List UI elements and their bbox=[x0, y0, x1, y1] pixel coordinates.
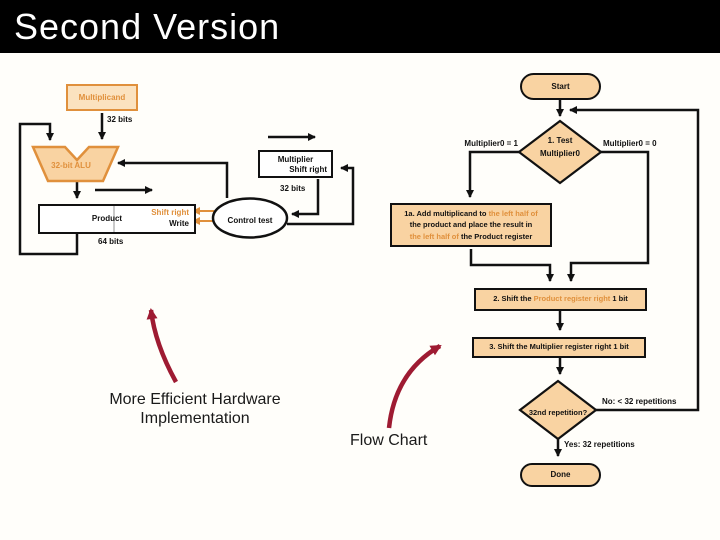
alu-shape bbox=[31, 145, 120, 183]
multiplier-label: Multiplier bbox=[277, 155, 314, 164]
product-feedback-loop-wire bbox=[18, 122, 79, 256]
hardware-pointer-arrow bbox=[146, 308, 178, 384]
step1a-text-3: the Product register bbox=[458, 231, 533, 241]
title-banner: Second Version bbox=[0, 0, 720, 53]
test-diamond-label: 1. Test Multiplier0 bbox=[518, 134, 602, 160]
hardware-caption-line2: Implementation bbox=[140, 410, 250, 427]
step3-label: 3. Shift the Multiplier register right 1… bbox=[489, 342, 629, 352]
multiplier-register: Multiplier Shift right bbox=[258, 150, 333, 178]
step1a-highlight-1: the left half of bbox=[488, 208, 538, 218]
step1a-to-step2-connector bbox=[469, 249, 554, 282]
done-label: Done bbox=[550, 470, 571, 480]
multiplier-bits-label: 32 bits bbox=[280, 184, 306, 193]
multiplier0-to-control-wire bbox=[291, 179, 320, 218]
start-label: Start bbox=[551, 81, 570, 91]
control-signal-wires bbox=[192, 207, 214, 225]
product-bits-label: 64 bits bbox=[98, 237, 124, 246]
step1a-highlight-2: the left half of bbox=[409, 231, 459, 241]
annotation-arrows bbox=[146, 308, 442, 429]
step2-box: 2. Shift the Product register right 1 bi… bbox=[474, 288, 647, 311]
flowchart-pointer-arrow bbox=[386, 344, 442, 429]
branch-zero-label: Multiplier0 = 0 bbox=[603, 139, 657, 148]
flowchart-start-node: Start bbox=[520, 73, 601, 100]
repetition-diamond bbox=[518, 379, 598, 441]
control-to-multiplier-wire bbox=[287, 164, 355, 226]
control-test-ellipse bbox=[211, 197, 289, 239]
product-label: Product bbox=[91, 214, 123, 223]
flowchart-caption: Flow Chart bbox=[350, 432, 428, 449]
loopback-connector bbox=[569, 106, 700, 412]
multiplier-shift-label: Shift right bbox=[289, 165, 327, 174]
test-multiplier-diamond bbox=[517, 119, 603, 185]
multiplicand-bits-label: 32 bits bbox=[107, 115, 133, 124]
test-line2: Multiplier0 bbox=[539, 149, 580, 158]
no-branch-label: No: < 32 repetitions bbox=[602, 397, 677, 406]
alu-label: 32-bit ALU bbox=[51, 161, 91, 170]
multiplicand-label: Multiplicand bbox=[78, 93, 126, 102]
product-register: Product Shift right Write bbox=[38, 204, 196, 234]
product-shift-label: Shift right bbox=[151, 208, 189, 217]
flowchart-done-node: Done bbox=[520, 463, 601, 487]
step2-text-2: 1 bit bbox=[610, 294, 628, 304]
step1a-box: 1a. Add multiplicand to the left half of… bbox=[390, 203, 552, 247]
branch-one-label: Multiplier0 = 1 bbox=[464, 139, 518, 148]
control-to-alu-wire bbox=[117, 159, 229, 198]
hardware-wires bbox=[18, 113, 355, 256]
hardware-caption: More Efficient Hardware Implementation bbox=[89, 390, 301, 428]
test-line1: 1. Test bbox=[547, 136, 573, 145]
product-register-divider bbox=[113, 206, 115, 232]
yes-branch-label: Yes: 32 repetitions bbox=[564, 440, 635, 449]
step2-highlight: Product register right bbox=[533, 294, 611, 304]
product-write-label: Write bbox=[169, 219, 189, 228]
hardware-caption-line1: More Efficient Hardware bbox=[109, 391, 281, 408]
step2-text-1: 2. Shift the bbox=[493, 294, 534, 304]
branch-zero-connector bbox=[567, 150, 650, 282]
branch-one-connector bbox=[466, 150, 519, 198]
page-title: Second Version bbox=[14, 6, 281, 47]
flowchart-connectors bbox=[466, 100, 700, 457]
repetition-diamond-label: 32nd repetition? bbox=[528, 408, 588, 417]
step1a-text-1: 1a. Add multiplicand to bbox=[404, 208, 489, 218]
step3-box: 3. Shift the Multiplier register right 1… bbox=[472, 337, 646, 358]
multiplicand-register: Multiplicand bbox=[66, 84, 138, 111]
step1a-text-2: the product and place the result in bbox=[409, 220, 533, 230]
control-test-label: Control test bbox=[227, 216, 273, 225]
